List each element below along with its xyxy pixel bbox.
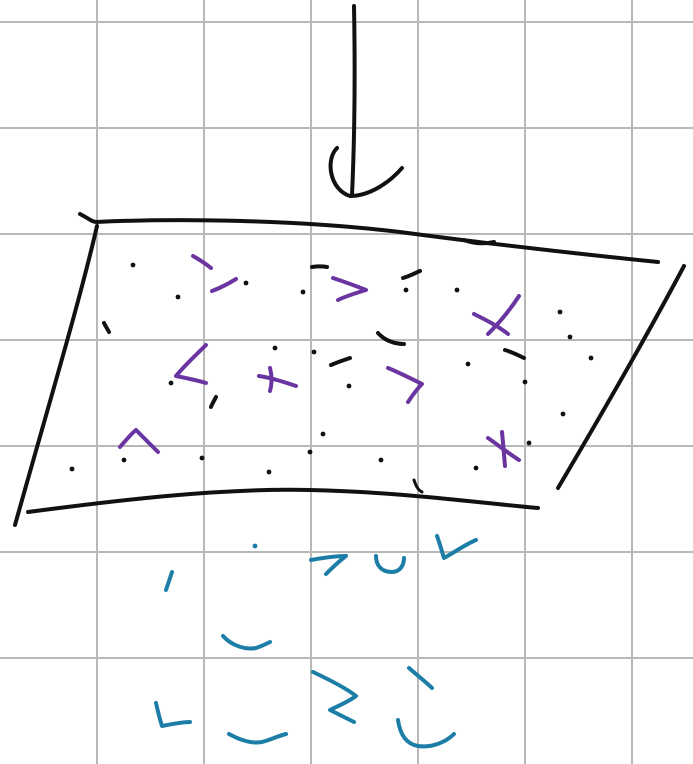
dash-mark xyxy=(312,266,327,267)
dot-mark xyxy=(70,467,75,472)
dot-mark xyxy=(122,458,127,463)
purple-mark xyxy=(270,368,272,391)
dot-mark xyxy=(169,381,174,386)
dot-mark xyxy=(523,380,528,385)
blue-dot xyxy=(253,544,258,549)
dot-mark xyxy=(589,356,594,361)
dot-mark xyxy=(200,456,205,461)
dot-mark xyxy=(455,288,460,293)
dot-mark xyxy=(527,441,532,446)
dot-mark xyxy=(466,362,471,367)
dot-mark xyxy=(347,384,352,389)
dot-mark xyxy=(301,290,306,295)
dot-mark xyxy=(558,310,563,315)
dot-mark xyxy=(308,450,313,455)
dot-mark xyxy=(321,432,326,437)
dot-mark xyxy=(176,295,181,300)
dot-mark xyxy=(244,281,249,286)
dot-mark xyxy=(312,350,317,355)
dot-mark xyxy=(561,412,566,417)
dot-mark xyxy=(568,335,573,340)
dot-mark xyxy=(474,466,479,471)
dot-mark xyxy=(131,263,136,268)
dot-mark xyxy=(267,470,272,475)
dot-mark xyxy=(404,288,409,293)
dot-mark xyxy=(273,346,278,351)
dot-mark xyxy=(379,458,384,463)
